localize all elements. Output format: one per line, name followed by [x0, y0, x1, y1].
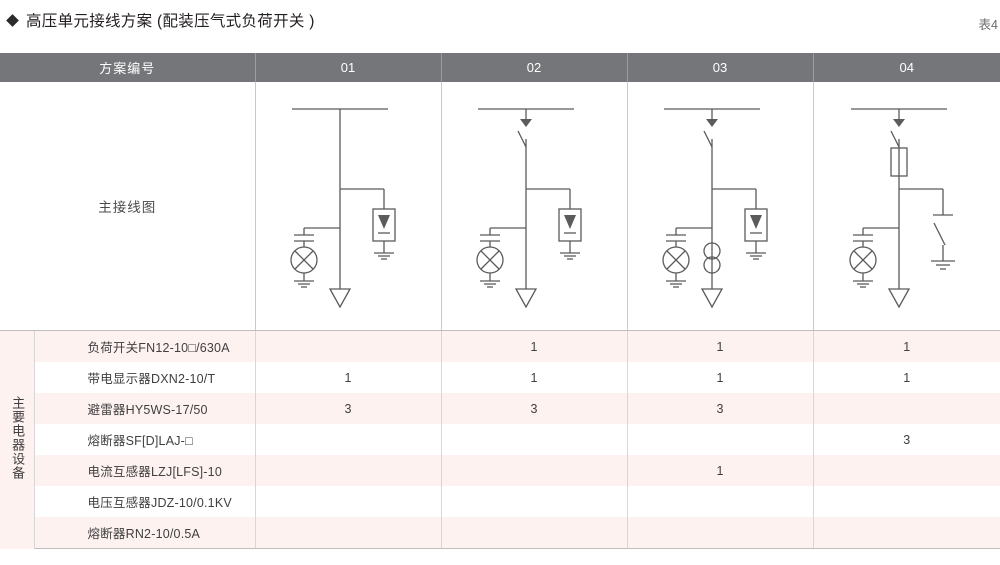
- cell-r6-c1: [441, 517, 628, 549]
- scheme-03-single-line-diagram: [627, 82, 814, 331]
- cell-r2-c0: 3: [255, 393, 442, 424]
- cell-r3-c3: 3: [813, 424, 1000, 455]
- cell-r3-c1: [441, 424, 628, 455]
- group-label-cell: 主要电器设备: [0, 330, 35, 549]
- cell-r0-c1: 1: [441, 330, 628, 362]
- scheme-table: 方案编号 01 02 03 04 主接线图: [0, 53, 1000, 549]
- row-label-load-switch: 负荷开关FN12-10□/630A: [34, 330, 256, 362]
- cell-r5-c2: [627, 486, 814, 517]
- cell-r4-c2: 1: [627, 455, 814, 486]
- header-column-01: 01: [255, 53, 442, 82]
- page-title-text: 高压单元接线方案 (配装压气式负荷开关 ): [26, 13, 315, 30]
- table-row: 带电显示器DXN2-10/T 1 1 1 1: [0, 362, 1000, 393]
- table-header-row: 方案编号 01 02 03 04: [0, 53, 1000, 82]
- cell-r6-c3: [813, 517, 1000, 549]
- diagram-row-label: 主接线图: [98, 200, 157, 215]
- scheme-04-single-line-diagram: [813, 82, 1000, 331]
- group-label: 主要电器设备: [10, 396, 26, 481]
- diamond-bullet-icon: [6, 13, 19, 27]
- scheme-01-single-line-diagram: [255, 82, 442, 331]
- cell-r5-c3: [813, 486, 1000, 517]
- diagram-row-label-cell: 主接线图: [0, 82, 256, 331]
- cell-r4-c3: [813, 455, 1000, 486]
- cable-outgoing-arrow: [700, 288, 724, 309]
- row-label-current-transformer: 电流互感器LZJ[LFS]-10: [34, 455, 256, 486]
- row-label-fuse-rn2: 熔断器RN2-10/0.5A: [34, 517, 256, 549]
- table-row: 熔断器RN2-10/0.5A: [0, 517, 1000, 549]
- table-row: 主要电器设备 负荷开关FN12-10□/630A 1 1 1: [0, 330, 1000, 549]
- table-row: 电流互感器LZJ[LFS]-10 1: [0, 455, 1000, 486]
- current-transformer-icon: [703, 242, 721, 260]
- cell-r4-c0: [255, 455, 442, 486]
- cell-r0-c0: [255, 330, 442, 362]
- header-column-03: 03: [627, 53, 814, 82]
- table-row: 避雷器HY5WS-17/50 3 3 3: [0, 393, 1000, 424]
- cell-r1-c2: 1: [627, 362, 814, 393]
- cell-r6-c2: [627, 517, 814, 549]
- scheme-02-single-line-diagram: [441, 82, 628, 331]
- cell-r0-c3: 1: [813, 330, 1000, 362]
- row-label-arrester: 避雷器HY5WS-17/50: [34, 393, 256, 424]
- header-column-02: 02: [441, 53, 628, 82]
- cell-r2-c1: 3: [441, 393, 628, 424]
- cell-r5-c0: [255, 486, 442, 517]
- table-row: 电压互感器JDZ-10/0.1KV: [0, 486, 1000, 517]
- diagram-row: 主接线图: [0, 82, 1000, 331]
- header-scheme-label: 方案编号: [0, 53, 256, 82]
- cell-r2-c3: [813, 393, 1000, 424]
- load-break-switch-icon: [892, 119, 905, 127]
- cell-r6-c0: [255, 517, 442, 549]
- row-label-fuse-sfdlaj: 熔断器SF[D]LAJ-□: [34, 424, 256, 455]
- table-row: 熔断器SF[D]LAJ-□ 3: [0, 424, 1000, 455]
- cable-outgoing-arrow: [328, 288, 352, 309]
- cell-r3-c0: [255, 424, 442, 455]
- cell-r0-c2: 1: [627, 330, 814, 362]
- load-break-switch-icon: [706, 119, 719, 127]
- row-label-voltage-transformer: 电压互感器JDZ-10/0.1KV: [34, 486, 256, 517]
- cable-outgoing-arrow: [887, 288, 910, 309]
- cell-r1-c1: 1: [441, 362, 628, 393]
- earthing-switch-blade: [933, 222, 946, 246]
- cell-r2-c2: 3: [627, 393, 814, 424]
- cell-r1-c3: 1: [813, 362, 1000, 393]
- row-label-live-display: 带电显示器DXN2-10/T: [34, 362, 256, 393]
- load-break-switch-icon: [520, 119, 533, 127]
- cell-r5-c1: [441, 486, 628, 517]
- table-number-label: 表4: [978, 18, 998, 32]
- cell-r3-c2: [627, 424, 814, 455]
- cell-r4-c1: [441, 455, 628, 486]
- header-column-04: 04: [813, 53, 1000, 82]
- cell-r1-c0: 1: [255, 362, 442, 393]
- page-title: 高压单元接线方案 (配装压气式负荷开关 ): [0, 0, 1000, 40]
- cable-outgoing-arrow: [514, 288, 538, 309]
